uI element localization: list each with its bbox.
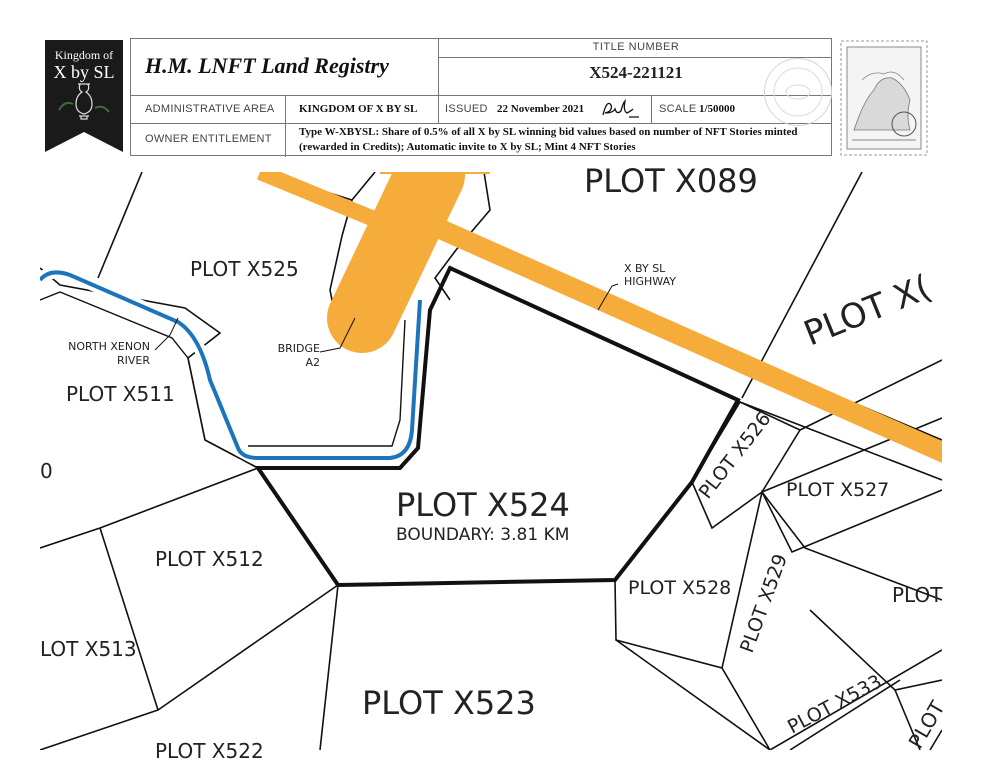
- admin-area-label: ADMINISTRATIVE AREA: [145, 103, 275, 115]
- urn-icon: [75, 83, 93, 120]
- title-header: H.M. LNFT Land Registry TITLE NUMBER X52…: [130, 38, 832, 157]
- badge-shape: [45, 40, 123, 152]
- plot-label-right-mid: PLOT: [892, 583, 943, 607]
- owner-entitlement-label: OWNER ENTITLEMENT: [145, 133, 272, 145]
- plot-map: PLOT X089 PLOT X525 PLOT X511 0 PLOT X52…: [40, 162, 950, 763]
- title-number: X524-221121: [589, 63, 683, 82]
- registry-title: H.M. LNFT Land Registry: [145, 53, 389, 78]
- plot-label-x533: PLOT X533: [784, 671, 885, 739]
- river-banks: [40, 291, 406, 469]
- plot-label-right-top: PLOT X(: [798, 267, 936, 354]
- plot-x524-boundary: [254, 265, 741, 588]
- signature: [602, 99, 639, 118]
- plot-label-x528: PLOT X528: [628, 577, 731, 599]
- highway-label-line2: HIGHWAY: [624, 275, 676, 288]
- plot-label-x513: LOT X513: [40, 637, 137, 661]
- kingdom-badge: Kingdom of X by SL: [45, 40, 123, 152]
- owner-entitlement-value: Type W-XBYSL: Share of 0.5% of all X by …: [299, 126, 798, 153]
- highway-label-line1: X BY SL: [624, 262, 666, 275]
- admin-area-value: KINGDOM OF X BY SL: [299, 103, 418, 115]
- north-xenon-river: [40, 266, 426, 464]
- plot-x524-boundary-length: BOUNDARY: 3.81 KM: [396, 525, 569, 545]
- plot-label-x523: PLOT X523: [362, 684, 536, 722]
- highway: [256, 172, 942, 463]
- seal-stamp: [764, 58, 832, 126]
- river-label-line2: RIVER: [117, 354, 150, 367]
- scale-label: SCALE: [659, 103, 697, 115]
- postage-stamp-icon: [840, 40, 928, 156]
- issued-label: ISSUED: [445, 103, 488, 115]
- plot-label-x089: PLOT X089: [584, 162, 758, 200]
- title-number-label: TITLE NUMBER: [592, 41, 680, 53]
- issued-value: 22 November 2021: [497, 103, 585, 115]
- river-label-line1: NORTH XENON: [68, 340, 150, 353]
- plot-label-left-cut: 0: [40, 459, 53, 483]
- plot-label-x522: PLOT X522: [155, 739, 264, 763]
- bridge-label-line2: A2: [305, 356, 320, 369]
- leader-lines: [154, 283, 619, 353]
- scale-value: 1/50000: [699, 103, 736, 115]
- badge-line1: Kingdom of: [54, 48, 114, 62]
- plot-label-x527: PLOT X527: [786, 479, 889, 501]
- plot-label-x511: PLOT X511: [66, 382, 175, 406]
- badge-line2: X by SL: [53, 62, 115, 82]
- plot-boundaries: [40, 172, 942, 750]
- bridge-label-line1: BRIDGE: [278, 342, 320, 355]
- plot-label-x512: PLOT X512: [155, 547, 264, 571]
- plot-label-x524: PLOT X524: [396, 486, 570, 524]
- plot-label-right-low: PLOT: [904, 696, 950, 752]
- plot-label-x525: PLOT X525: [190, 257, 299, 281]
